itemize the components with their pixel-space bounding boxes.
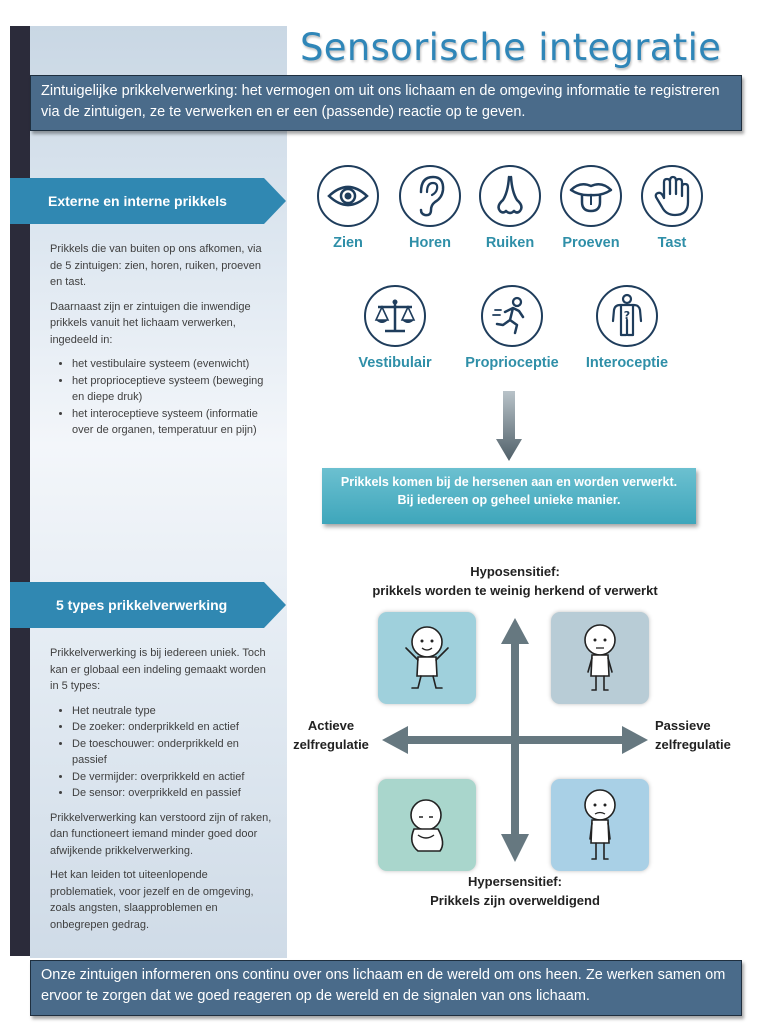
passieve-label: Passieve	[655, 718, 711, 733]
hyposensitief-label: Hyposensitief:	[470, 564, 560, 579]
intro-box: Zintuigelijke prikkelverwerking: het ver…	[30, 75, 742, 131]
section1-list: het vestibulaire systeem (evenwicht) het…	[50, 356, 275, 439]
passieve-desc: zelfregulatie	[655, 737, 731, 752]
sense-proeven: Proeven	[553, 165, 629, 251]
quadrant-axes	[382, 618, 648, 862]
nose-icon	[479, 165, 541, 227]
body-question-icon: ?	[596, 285, 658, 347]
tile-vermijder	[378, 779, 476, 871]
sense-label: Horen	[409, 235, 451, 251]
tile-toeschouwer	[551, 612, 649, 704]
list-item: De zoeker: onderprikkeld en actief	[72, 719, 275, 736]
section-heading-external-internal: Externe en interne prikkels	[10, 178, 286, 224]
callout-line2: Bij iedereen op geheel unieke manier.	[397, 493, 621, 507]
section2-para3: Het kan leiden tot uiteenlopende problem…	[50, 869, 254, 931]
processing-callout: Prikkels komen bij de hersenen aan en wo…	[322, 468, 696, 524]
list-item: De toeschouwer: onderprikkeld en passief	[72, 736, 275, 769]
hyposensitief-desc: prikkels worden te weinig herkend of ver…	[372, 583, 658, 598]
sense-proprioceptie: Proprioceptie	[462, 285, 562, 371]
quadrant-right-label: Passieve zelfregulatie	[655, 716, 739, 754]
sense-tast: Tast	[634, 165, 710, 251]
quadrant-bottom-label: Hypersensitief: Prikkels zijn overweldig…	[340, 872, 690, 910]
sense-label: Tast	[657, 235, 687, 251]
sense-label: Interoceptie	[585, 355, 669, 371]
section2-para1: Prikkelverwerking is bij iedereen uniek.…	[50, 647, 266, 692]
sense-label: Proeven	[562, 235, 620, 251]
svg-text:?: ?	[624, 309, 630, 322]
crouching-figure-icon	[410, 799, 444, 852]
sense-zien: Zien	[310, 165, 386, 251]
actieve-desc: zelfregulatie	[293, 737, 369, 752]
mouth-tongue-icon	[560, 165, 622, 227]
section-heading-5-types: 5 types prikkelverwerking	[10, 582, 286, 628]
sense-label: Ruiken	[485, 235, 535, 251]
down-arrow-icon	[496, 391, 522, 461]
sense-interoceptie: ? Interoceptie	[577, 285, 677, 371]
sense-vestibulair: Vestibulair	[345, 285, 445, 371]
list-item: het vestibulaire systeem (evenwicht)	[72, 356, 275, 373]
waving-figure-icon	[405, 626, 449, 689]
list-item: het proprioceptieve systeem (beweging en…	[72, 373, 275, 406]
hypersensitief-label: Hypersensitief:	[468, 874, 562, 889]
section2-list: Het neutrale type De zoeker: onderprikke…	[50, 703, 275, 802]
section2-text: Prikkelverwerking is bij iedereen uniek.…	[50, 645, 275, 941]
left-dark-bar	[10, 26, 30, 956]
quadrant-left-label: Actieve zelfregulatie	[290, 716, 372, 754]
outro-box: Onze zintuigen informeren ons continu ov…	[30, 960, 742, 1016]
horizontal-axis-arrow	[382, 726, 648, 754]
section1-para2: Daarnaast zijn er zintuigen die inwendig…	[50, 300, 251, 346]
ear-icon	[399, 165, 461, 227]
actieve-label: Actieve	[307, 718, 355, 733]
hypersensitief-desc: Prikkels zijn overweldigend	[430, 893, 600, 908]
balance-scale-icon	[364, 285, 426, 347]
sense-label: Vestibulair	[358, 355, 432, 371]
eye-icon	[317, 165, 379, 227]
standing-figure-icon	[584, 624, 616, 691]
page-title: Sensorische integratie	[300, 26, 722, 69]
section1-text: Prikkels die van buiten op ons afkomen, …	[50, 241, 275, 447]
sense-ruiken: Ruiken	[472, 165, 548, 251]
section1-para1: Prikkels die van buiten op ons afkomen, …	[50, 243, 262, 288]
list-item: Het neutrale type	[72, 703, 275, 720]
hand-icon	[641, 165, 703, 227]
sad-figure-icon	[584, 789, 616, 860]
sense-label: Zien	[333, 235, 363, 251]
section2-para2: Prikkelverwerking kan verstoord zijn of …	[50, 811, 272, 857]
sense-label: Proprioceptie	[465, 355, 559, 371]
tile-zoeker	[378, 612, 476, 704]
callout-line1: Prikkels komen bij de hersenen aan en wo…	[340, 475, 678, 489]
quadrant-top-label: Hyposensitief: prikkels worden te weinig…	[340, 562, 690, 600]
tile-sensor	[551, 779, 649, 871]
sense-horen: Horen	[392, 165, 468, 251]
list-item: De vermijder: overprikkeld en actief	[72, 769, 275, 786]
running-person-icon	[481, 285, 543, 347]
list-item: De sensor: overprikkeld en passief	[72, 785, 275, 802]
list-item: het interoceptieve systeem (informatie o…	[72, 406, 275, 439]
